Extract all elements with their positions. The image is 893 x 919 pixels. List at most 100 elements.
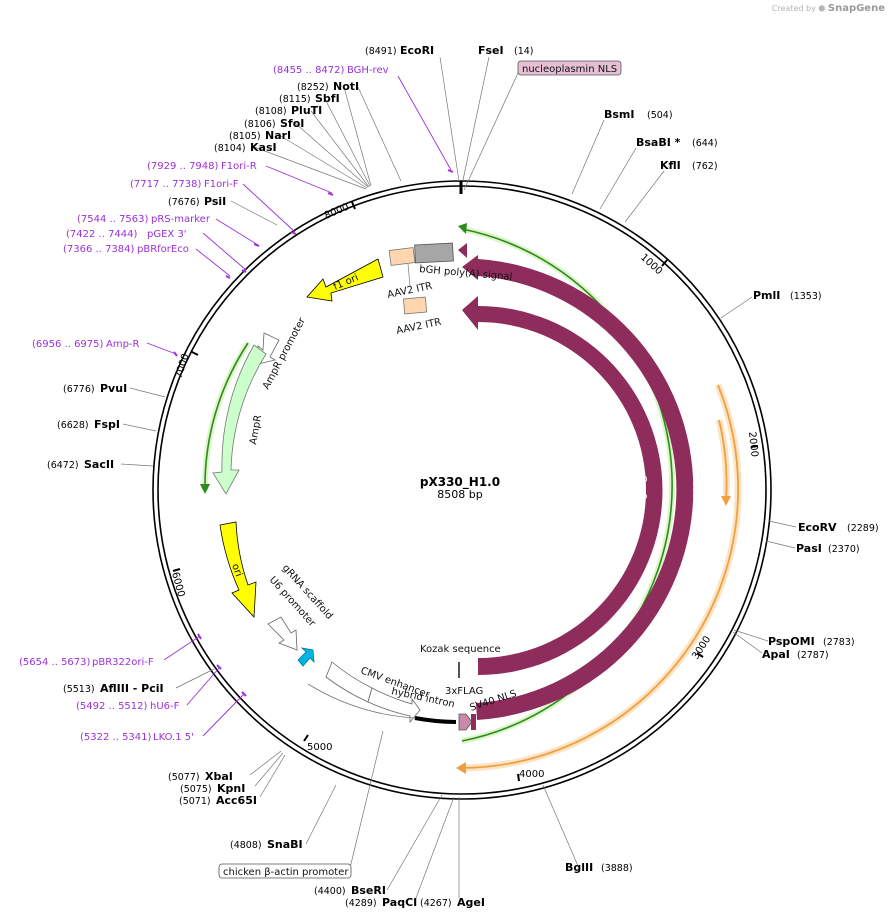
site-pluti-pos: (8108) xyxy=(255,106,287,117)
u6-promoter-feature xyxy=(267,616,298,651)
plasmid-length: 8508 bp xyxy=(437,488,482,501)
primer-amp-r-range: (6956 .. 6975) xyxy=(32,339,104,350)
nucleoplasmin-nls-feature xyxy=(458,243,467,258)
site-sfoi: SfoI xyxy=(280,117,304,130)
primer-pgex3: pGEX 3' xyxy=(147,229,187,240)
tick-marks xyxy=(172,201,759,782)
primer-f1ori-f-range: (7717 .. 7738) xyxy=(130,179,202,190)
site-pspomi-pos: (2783) xyxy=(823,637,855,648)
flag-feature xyxy=(458,713,473,731)
nls-box-label: nucleoplasmin NLS xyxy=(522,64,617,75)
site-pmli: PmlI xyxy=(753,289,780,302)
site-sbfi: SbfI xyxy=(315,92,340,105)
primer-pbr322ori-f: pBR322ori-F xyxy=(92,657,154,668)
site-bsmi-pos: (504) xyxy=(647,110,673,121)
hybrid-intron-feature xyxy=(367,687,421,724)
f1-ori-label: f1 ori xyxy=(332,272,360,292)
site-paqci: PaqCI xyxy=(382,896,417,909)
ampr-label: AmpR xyxy=(248,414,264,445)
primer-marks xyxy=(173,169,454,697)
tick-2000: 2000 xyxy=(746,431,760,457)
site-acc65i: Acc65I xyxy=(216,794,257,807)
watermark-prefix: Created by xyxy=(771,4,816,13)
site-ecori: EcoRI xyxy=(400,44,434,57)
primer-prs-marker: pRS-marker xyxy=(151,214,211,225)
primer-pbrforeco: pBRforEco xyxy=(137,244,189,255)
primer-lko1: LKO.1 5' xyxy=(153,732,194,743)
enzyme-labels-right: FseI (14) BsmI (504) BsaBI * (644) KflI … xyxy=(478,44,879,874)
aav2-itr-2-feature xyxy=(402,296,428,315)
site-pvui-pos: (6776) xyxy=(63,384,95,395)
kozak-label: Kozak sequence xyxy=(420,644,501,655)
ori-feature xyxy=(219,521,257,618)
enzyme-leaders xyxy=(120,56,797,899)
primer-hu6-f: hU6-F xyxy=(150,701,180,712)
site-noti-pos: (8252) xyxy=(297,82,329,93)
site-ecori-pos: (8491) xyxy=(365,46,397,57)
tick-8000: 8000 xyxy=(323,202,351,222)
site-noti: NotI xyxy=(333,80,359,93)
site-acc65i-pos: (5071) xyxy=(179,796,211,807)
chicken-actin-promoter-feature xyxy=(307,683,417,719)
flag-label: 3xFLAG xyxy=(445,686,483,697)
site-fspi-pos: (6628) xyxy=(57,420,89,431)
site-ecorv: EcoRV xyxy=(798,521,837,534)
tick-5000: 5000 xyxy=(307,742,332,753)
site-fspi: FspI xyxy=(94,418,120,431)
enzyme-labels-left: (8491) EcoRI (8252) NotI (8115) SbfI (81… xyxy=(47,44,485,909)
site-kpni: KpnI xyxy=(217,782,245,795)
site-ecorv-pos: (2289) xyxy=(847,523,879,534)
site-pspomi: PspOMI xyxy=(768,635,815,648)
itr-leader xyxy=(407,263,411,287)
primer-f1ori-r: F1ori-R xyxy=(221,161,257,172)
primer-f1ori-f: F1ori-F xyxy=(204,179,239,190)
site-agei: AgeI xyxy=(457,896,485,909)
site-bsabi: BsaBI * xyxy=(636,136,681,149)
nls-box xyxy=(517,60,622,76)
primer-hu6-f-range: (5492 .. 5512) xyxy=(76,701,148,712)
site-psii-pos: (7676) xyxy=(168,197,200,208)
primer-f1ori-r-range: (7929 .. 7948) xyxy=(147,161,219,172)
site-pmli-pos: (1353) xyxy=(790,291,822,302)
primer-labels: (8455 .. 8472) BGH-rev (7929 .. 7948) F1… xyxy=(19,65,389,743)
site-pasi: PasI xyxy=(796,542,822,555)
site-fsei-pos: (14) xyxy=(514,46,534,57)
site-snabi: SnaBI xyxy=(267,838,303,851)
primer-pbrforeco-range: (7366 .. 7384) xyxy=(63,244,135,255)
site-fsei: FseI xyxy=(478,44,504,57)
ampr-feature xyxy=(212,344,267,495)
site-bsmi: BsmI xyxy=(604,108,635,121)
site-kpni-pos: (5075) xyxy=(180,784,212,795)
site-kasi-pos: (8104) xyxy=(214,143,246,154)
bgh-polya-feature xyxy=(414,242,454,264)
tick-4000: 4000 xyxy=(519,769,544,780)
site-bseri-pos: (4400) xyxy=(314,886,346,897)
cas9-inner-label: Cas9 xyxy=(637,475,648,500)
site-apai: ApaI xyxy=(762,648,790,661)
primer-prs-marker-range: (7544 .. 7563) xyxy=(77,214,149,225)
site-bglii-pos: (3888) xyxy=(601,863,633,874)
site-afliii-pcii: AflIII - PciI xyxy=(100,682,164,695)
cas9-inner-feature: Cas9 xyxy=(462,296,663,675)
site-sacii-pos: (6472) xyxy=(47,460,79,471)
site-kasi: KasI xyxy=(250,141,277,154)
cas9-outer-label: Cas9 xyxy=(690,480,701,505)
site-pvui: PvuI xyxy=(100,382,127,395)
orange-tracks xyxy=(456,383,742,774)
site-sfoi-pos: (8106) xyxy=(244,119,276,130)
site-sacii: SacII xyxy=(84,458,114,471)
site-xbai: XbaI xyxy=(205,770,233,783)
black-segment xyxy=(414,716,457,724)
site-xbai-pos: (5077) xyxy=(168,772,200,783)
site-psii: PsiI xyxy=(204,195,226,208)
plasmid-name: pX330_H1.0 xyxy=(420,475,500,490)
snapgene-logo-icon: ⬢ xyxy=(818,4,826,13)
promoter-box xyxy=(218,863,352,879)
site-bseri: BseRI xyxy=(351,884,386,897)
site-sbfi-pos: (8115) xyxy=(279,94,311,105)
promoter-box-label: chicken β-actin promoter xyxy=(223,867,349,878)
primer-bgh-rev: BGH-rev xyxy=(347,65,389,76)
primer-lko1-range: (5322 .. 5341) xyxy=(80,732,152,743)
site-kfli: KflI xyxy=(660,159,681,172)
